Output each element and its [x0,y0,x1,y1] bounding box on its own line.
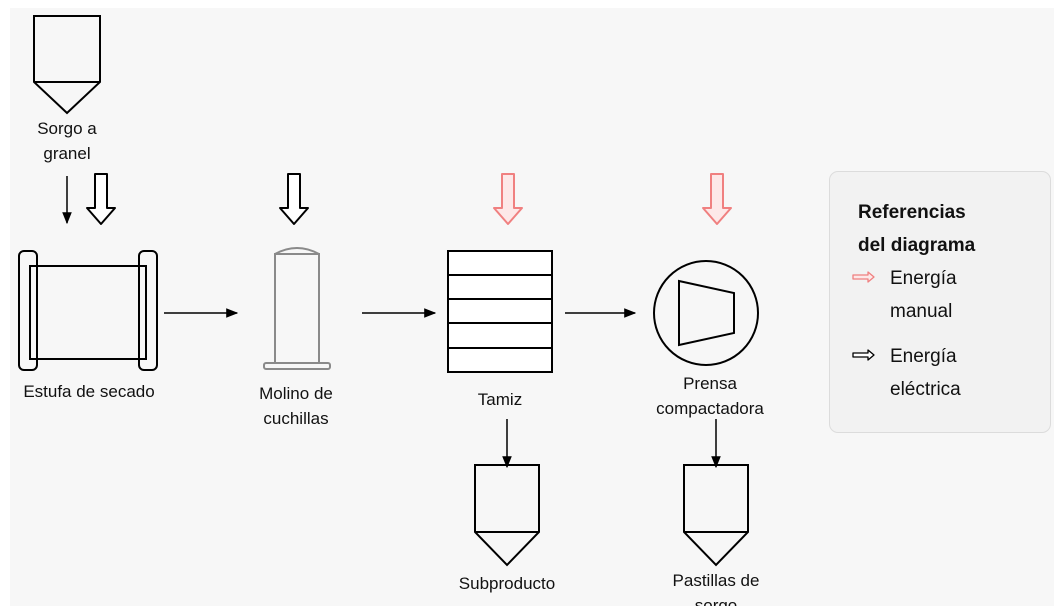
sieve-icon [447,250,553,373]
legend: Referencias del diagrama Energía manual … [829,171,1051,433]
manual-energy-swatch-icon [852,271,875,283]
legend-label-electric-energy: Energía eléctrica [890,346,961,400]
manual-energy-arrow-icon [493,173,523,225]
label-knife-mill: Molino de cuchillas [259,384,333,428]
legend-label-manual-energy: Energía manual [890,268,957,322]
label-byproduct: Subproducto [458,574,556,593]
label-sieve: Tamiz [477,390,523,409]
pellets-hopper-icon [683,464,749,567]
label-drying-oven: Estufa de secado [23,382,155,401]
drying-oven-icon [18,250,158,371]
byproduct-hopper-icon [474,464,540,567]
electric-energy-arrow-icon [86,173,116,225]
label-compacting-press: Prensa compactadora [656,374,764,418]
bulk-sorghum-hopper-icon [33,15,101,115]
electric-energy-arrow-icon [279,173,309,225]
label-sorghum-pellets: Pastillas de sorgo [672,571,760,606]
electric-energy-swatch-icon [852,349,875,361]
label-bulk-sorghum: Sorgo a granel [37,119,97,163]
compacting-press-icon [653,260,759,366]
manual-energy-arrow-icon [702,173,732,225]
knife-mill-icon [263,247,331,370]
legend-title: Referencias del diagrama [858,202,976,256]
